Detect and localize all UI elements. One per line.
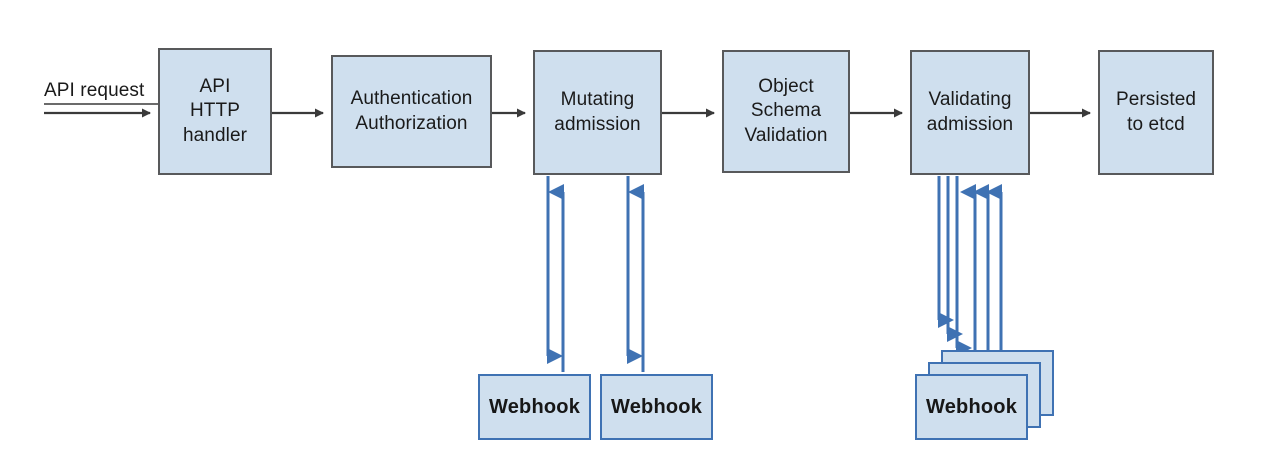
node-validating-admission[interactable]: Validating admission	[910, 50, 1030, 175]
node-mutating-admission-label: Mutating admission	[554, 89, 641, 135]
mutating-webhook-1-link	[546, 176, 565, 372]
webhook-mutating-1-label: Webhook	[488, 395, 581, 418]
node-object-schema-validation-label: Object Schema Validation	[744, 76, 828, 146]
node-validating-admission-label: Validating admission	[926, 89, 1014, 135]
webhook-mutating-2-label: Webhook	[610, 395, 703, 418]
node-authentication-authorization-label: Authentication Authorization	[350, 88, 473, 134]
node-mutating-admission[interactable]: Mutating admission	[533, 50, 662, 175]
entry-label: API request	[44, 80, 145, 101]
mutating-webhook-2-link	[626, 176, 645, 372]
node-persisted-to-etcd-label: Persisted to etcd	[1115, 89, 1197, 135]
node-persisted-to-etcd[interactable]: Persisted to etcd	[1098, 50, 1214, 175]
validating-webhook-stack-link	[937, 176, 1003, 372]
webhook-mutating-1[interactable]: Webhook	[478, 374, 591, 440]
node-object-schema-validation[interactable]: Object Schema Validation	[722, 50, 850, 173]
webhook-validating-stack-label: Webhook	[925, 395, 1018, 418]
webhook-validating-stack[interactable]: Webhook	[915, 374, 1028, 440]
node-api-http-handler[interactable]: API HTTP handler	[158, 48, 272, 175]
node-api-http-handler-label: API HTTP handler	[182, 76, 248, 146]
node-authentication-authorization[interactable]: Authentication Authorization	[331, 55, 492, 168]
webhook-mutating-2[interactable]: Webhook	[600, 374, 713, 440]
entry-arrow	[44, 103, 158, 118]
